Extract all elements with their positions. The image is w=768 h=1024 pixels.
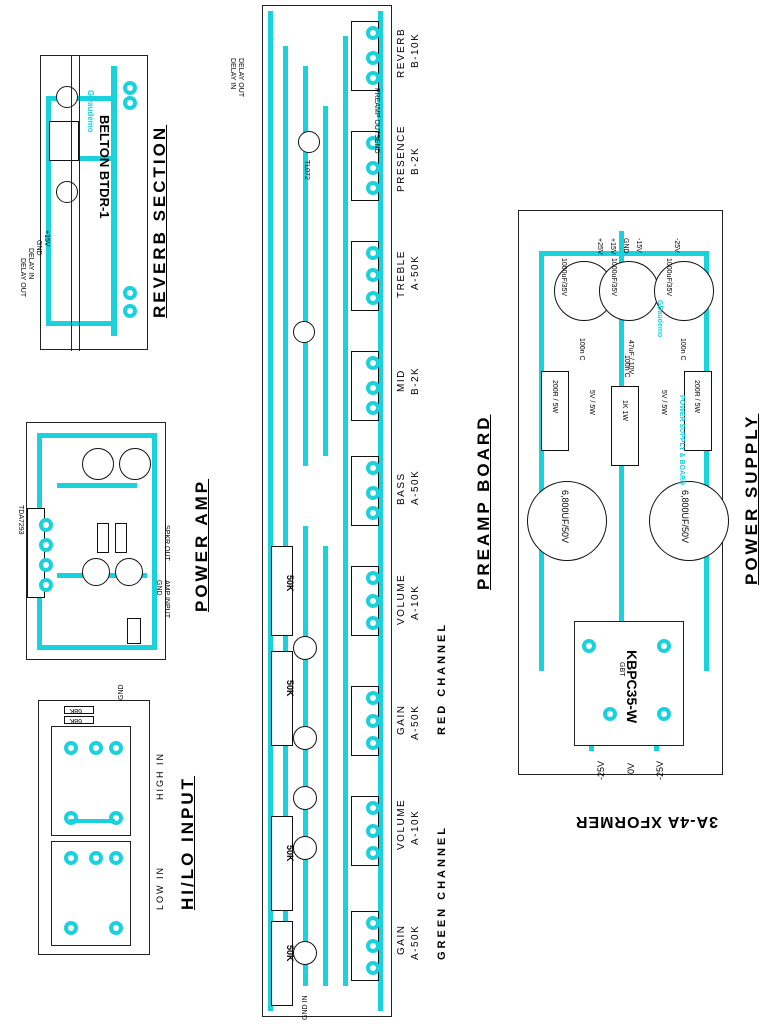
ps-cap-1: 1000uF/35V <box>560 258 567 297</box>
reverb-label-15v: +15V <box>43 230 50 247</box>
preamp-board <box>262 5 392 1017</box>
rail-plus15: +15V <box>609 238 616 255</box>
ps-res-3: 200R / 5W <box>693 380 700 414</box>
power-supply-title: POWER SUPPLY <box>742 413 761 585</box>
ps-res-2: 1K 1W <box>621 400 628 422</box>
preamp-delay-in: DELAY IN <box>229 58 236 90</box>
pot-reverb-value: B-10K <box>410 32 421 68</box>
reverb-label-delay-in: DELAY IN <box>27 248 34 280</box>
reverb-module-label: BELTON BTDR-1 <box>97 115 112 219</box>
preamp-opamp: TL072 <box>303 160 310 180</box>
pot-bass-value: A-50K <box>410 469 421 505</box>
ps-board-label: POWER SUPPLY & BOARD <box>678 395 685 486</box>
pot-red-gain-name: GAIN <box>396 704 407 735</box>
ps-cap-5: 6,800UF/50V <box>680 490 690 544</box>
pot-red-volume-value: A-10K <box>410 584 421 620</box>
power-amp-title: POWER AMP <box>192 478 211 612</box>
rail-minus15: -15V <box>635 238 642 253</box>
hilo-resistor-2: 68K <box>69 717 82 724</box>
preamp-gnd-in: GND IN <box>302 995 309 1021</box>
ps-cap-100n-2: 100n C <box>623 355 630 378</box>
ac-minus25-2: -25V <box>655 760 665 780</box>
pot-green-gain-value: A-50K <box>410 924 421 960</box>
pot-treble-value: A-50K <box>410 254 421 290</box>
hilo-low-in-label: LOW IN <box>155 865 165 910</box>
ps-cap-100n-3: 100n C <box>679 338 686 361</box>
bridge-sub: GBT <box>618 662 625 677</box>
power-amp-spkr-out: SPKR OUT <box>163 525 170 561</box>
pot-presence-name: PRESENCE <box>396 124 407 192</box>
pot-mid-value: B-2K <box>410 366 421 395</box>
pot-treble-name: TREBLE <box>396 250 407 298</box>
ac-zero: 0V <box>626 762 636 774</box>
power-supply-board <box>518 210 729 775</box>
reverb-brand: GDaudemo <box>86 90 95 133</box>
reverb-board <box>40 55 148 351</box>
ps-cap-100n-1: 100n C <box>578 338 585 361</box>
red-channel-label: RED CHANNEL <box>436 621 448 735</box>
ps-zener-2: 5V / 5W <box>660 390 667 415</box>
bridge-label: KBPC35-W <box>624 650 640 724</box>
rail-plus25: +25V <box>596 238 603 255</box>
ps-cap-4: 6,800UF/50V <box>560 490 570 544</box>
power-amp-board <box>26 422 166 660</box>
rail-gnd: GND <box>622 238 629 254</box>
reverb-label-delay-out: DELAY OUT <box>19 258 26 298</box>
pot-mid-name: MID <box>396 369 407 392</box>
pot-green-volume-value: A-10K <box>410 809 421 845</box>
pot-bass-name: BASS <box>396 472 407 505</box>
power-amp-gnd: GND <box>155 580 162 596</box>
reverb-section-title: REVERB SECTION <box>150 124 169 318</box>
ps-cap-3: 1000uF/35V <box>665 258 672 297</box>
preamp-delay-out: DELAY OUT <box>237 58 244 98</box>
ps-zener-1: 5V / 5W <box>588 390 595 415</box>
hilo-title: HI/LO INPUT <box>178 775 197 910</box>
ps-brand: GDaudemo <box>656 300 663 338</box>
ps-res-1: 200R / 5W <box>551 380 558 414</box>
pot-green-gain-name: GAIN <box>396 924 407 955</box>
ps-cap-2: 1000uF/35V <box>610 258 617 297</box>
power-amp-input: AMP INPUT <box>163 580 170 618</box>
xformer-title: 3A-4A XFORMER <box>574 813 718 830</box>
preamp-title: PREAMP BOARD <box>474 414 493 590</box>
pot-green-volume-name: VOLUME <box>396 798 407 850</box>
ac-minus25-1: -25V <box>596 760 606 780</box>
rail-minus25: -25V <box>673 238 680 253</box>
green-channel-label: GREEN CHANNEL <box>436 825 448 960</box>
preamp-trim-4: 50K <box>285 945 295 962</box>
pot-red-gain-value: A-50K <box>410 704 421 740</box>
preamp-trim-2: 50K <box>285 680 295 697</box>
pot-presence-value: B-2K <box>410 146 421 175</box>
power-amp-ic-label: TDA7293 <box>17 505 24 535</box>
pot-red-volume-name: VOLUME <box>396 573 407 625</box>
preamp-trim-1: 50K <box>285 575 295 592</box>
hilo-high-in-label: HIGH IN <box>155 751 165 800</box>
hilo-resistor-1: 68K <box>69 707 82 714</box>
preamp-trim-3: 50K <box>285 845 295 862</box>
preamp-outsend: PREAMP OUTSEND <box>373 88 380 154</box>
reverb-label-gnd: GND <box>35 240 42 256</box>
hilo-gnd-label: GND <box>118 684 125 700</box>
pot-reverb-name: REVERB <box>396 27 407 78</box>
hilo-board <box>38 700 150 955</box>
